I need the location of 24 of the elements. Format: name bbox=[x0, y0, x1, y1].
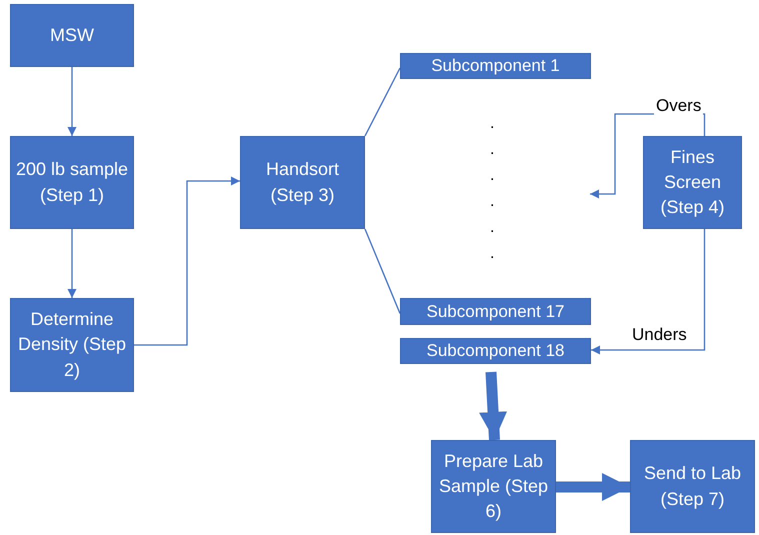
process-box: Fines Screen (Step 4) bbox=[643, 136, 742, 229]
process-box: 200 lb sample (Step 1) bbox=[10, 136, 134, 229]
process-box: Subcomponent 1 bbox=[400, 53, 591, 79]
process-box: Handsort (Step 3) bbox=[240, 136, 365, 229]
arrow bbox=[68, 229, 76, 298]
arrow bbox=[591, 229, 706, 354]
process-box: Prepare Lab Sample (Step 6) bbox=[431, 440, 556, 533]
connector-line bbox=[364, 68, 401, 136]
process-box: MSW bbox=[10, 4, 134, 67]
ellipsis-dot: . bbox=[490, 246, 494, 262]
process-box: Subcomponent 18 bbox=[400, 338, 591, 364]
ellipsis-dot: . bbox=[490, 220, 494, 236]
arrow bbox=[68, 67, 76, 136]
edge-label: Overs bbox=[654, 96, 704, 116]
process-box: Subcomponent 17 bbox=[400, 298, 591, 325]
ellipsis-dot: . bbox=[490, 168, 494, 184]
connector-line bbox=[364, 228, 401, 314]
process-box: Send to Lab (Step 7) bbox=[630, 440, 755, 533]
ellipsis-dot: . bbox=[490, 142, 494, 158]
ellipsis-dot: . bbox=[490, 116, 494, 132]
process-box: Determine Density (Step 2) bbox=[10, 298, 134, 392]
block-arrow bbox=[556, 473, 630, 501]
arrow bbox=[134, 176, 240, 346]
ellipsis-dot: . bbox=[490, 194, 494, 210]
